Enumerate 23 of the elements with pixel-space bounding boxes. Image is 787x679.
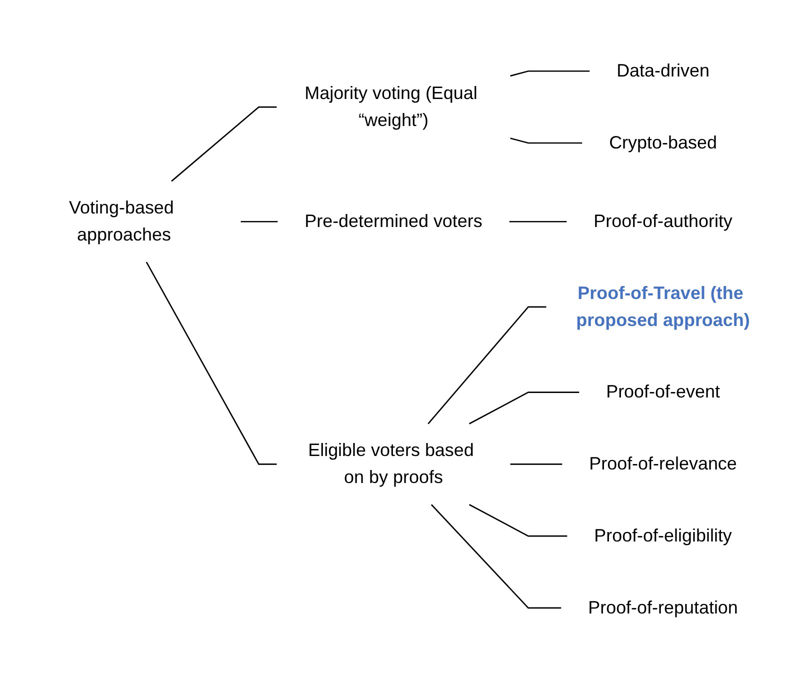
connector	[510, 70, 590, 77]
node-text: Pre-determined voters	[304, 212, 482, 232]
node-text: Proof-of-event	[606, 382, 720, 402]
node-text: Proof-of-reputation	[588, 598, 738, 618]
node-text: Proof-of-authority	[594, 212, 732, 232]
connector	[510, 463, 562, 465]
node-text: Voting-based approaches	[69, 198, 174, 245]
connector	[428, 306, 546, 424]
node-text: Eligible voters based on by proofs	[308, 440, 474, 488]
connector	[468, 504, 568, 537]
connector	[146, 262, 277, 465]
connector	[510, 138, 582, 144]
connector	[430, 504, 562, 609]
node-text: Proof-of-Travel (the proposed approach)	[576, 284, 750, 330]
node-text: Proof-of-relevance	[589, 454, 737, 474]
node-text: Crypto-based	[609, 133, 717, 153]
node-text: Proof-of-eligibility	[594, 526, 732, 546]
connector	[240, 220, 278, 222]
connector	[509, 220, 567, 222]
connector	[171, 106, 277, 182]
connector	[468, 392, 580, 424]
node-text: Majority voting (Equal “weight”)	[304, 84, 478, 130]
node-text: Data-driven	[616, 61, 710, 81]
